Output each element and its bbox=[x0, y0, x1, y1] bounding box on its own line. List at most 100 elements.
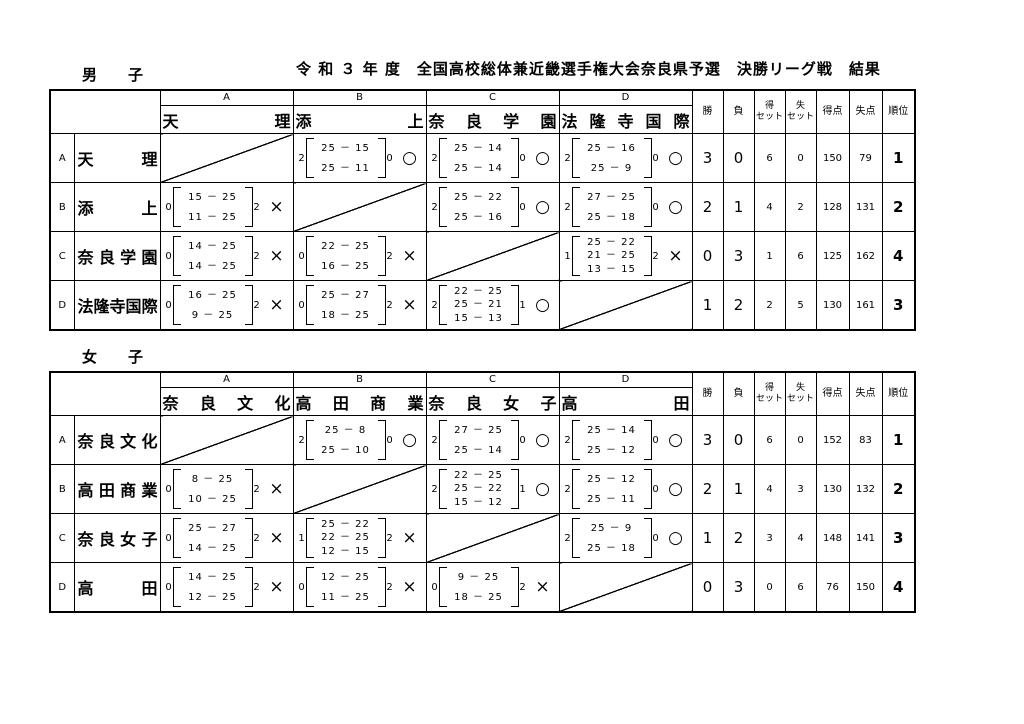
column-letter: D bbox=[558, 89, 693, 106]
team-name-text: 奈良学園 bbox=[77, 248, 158, 267]
set-score: 25 － 16 bbox=[587, 142, 636, 154]
sets-lost: 0 bbox=[652, 532, 659, 544]
header-loss: 負 bbox=[722, 371, 755, 416]
header-points-for-text: 得点 bbox=[822, 106, 843, 117]
team-name-text: 添上 bbox=[77, 199, 158, 218]
points-against: 83 bbox=[848, 415, 883, 465]
win-mark-icon: ○ bbox=[668, 197, 683, 217]
header-points-for: 得点 bbox=[815, 371, 850, 416]
header-win: 勝 bbox=[691, 89, 724, 134]
points-for: 152 bbox=[815, 415, 850, 465]
rank: 2 bbox=[881, 182, 916, 232]
row-letter: B bbox=[49, 182, 75, 232]
bracket-right bbox=[244, 236, 253, 276]
column-team-name: 天理 bbox=[159, 105, 294, 134]
header-sets-won: 得セット bbox=[753, 89, 786, 134]
bracket-left bbox=[571, 518, 580, 558]
bracket-right bbox=[244, 518, 253, 558]
bracket-right bbox=[510, 285, 519, 325]
win-mark-icon: ○ bbox=[535, 479, 550, 499]
set-score: 16 － 25 bbox=[188, 289, 237, 301]
sets-won: 0 bbox=[298, 250, 305, 262]
team-name-text: 法隆寺国際 bbox=[561, 111, 690, 131]
header-points-against-text: 失点 bbox=[855, 106, 876, 117]
sets-won: 2 bbox=[564, 434, 571, 446]
rank: 3 bbox=[881, 513, 916, 563]
bracket-right bbox=[510, 567, 519, 607]
header-sets-lost: 失セット bbox=[784, 89, 817, 134]
set-score: 25 － 22 bbox=[454, 191, 503, 203]
team-name-text: 高田 bbox=[561, 393, 690, 413]
points-for: 130 bbox=[815, 464, 850, 514]
sets-lost: 0 bbox=[652, 434, 659, 446]
header-points-against: 失点 bbox=[848, 371, 883, 416]
loss-mark-icon: × bbox=[668, 246, 683, 266]
set-score: 18 － 25 bbox=[321, 309, 370, 321]
wins: 3 bbox=[691, 133, 724, 183]
section-label-boys: 男 子 bbox=[82, 66, 152, 84]
section-label-girls: 女 子 bbox=[82, 348, 152, 366]
points-for: 150 bbox=[815, 133, 850, 183]
column-letter: D bbox=[558, 371, 693, 388]
bracket-left bbox=[172, 187, 181, 227]
column-letter: A bbox=[159, 371, 294, 388]
sets-lost-total: 2 bbox=[784, 182, 817, 232]
header-team-row: 天理添上奈良学園法隆寺国際 bbox=[50, 105, 915, 134]
set-score: 25 － 18 bbox=[587, 211, 636, 223]
team-name-text: 奈良文化 bbox=[77, 432, 158, 451]
team-name-text: 奈良学園 bbox=[428, 111, 557, 131]
row-team-name: 法隆寺国際 bbox=[73, 280, 161, 331]
bracket-right bbox=[377, 567, 386, 607]
sets-won: 2 bbox=[431, 299, 438, 311]
loss-mark-icon: × bbox=[269, 577, 284, 597]
sets-lost: 2 bbox=[386, 250, 393, 262]
set-score: 25 － 27 bbox=[321, 289, 370, 301]
bracket-left bbox=[305, 236, 314, 276]
self-match-cell bbox=[159, 133, 294, 183]
sets-won-total: 1 bbox=[753, 231, 786, 281]
bracket-left bbox=[571, 187, 580, 227]
sets-lost-total: 6 bbox=[784, 231, 817, 281]
losses: 0 bbox=[722, 415, 755, 465]
bracket-left bbox=[438, 285, 447, 325]
self-match-cell bbox=[425, 513, 560, 563]
row-letter: C bbox=[49, 231, 75, 281]
win-mark-icon: ○ bbox=[402, 148, 417, 168]
set-score: 25 － 14 bbox=[454, 444, 503, 456]
bracket-right bbox=[377, 420, 386, 460]
sets-lost: 0 bbox=[652, 152, 659, 164]
set-score: 12 － 15 bbox=[321, 545, 370, 557]
bracket-right bbox=[510, 420, 519, 460]
set-score: 9 － 25 bbox=[457, 571, 500, 583]
set-score: 25 － 18 bbox=[587, 542, 636, 554]
set-score: 14 － 25 bbox=[188, 240, 237, 252]
team-name-text: 高田商業 bbox=[295, 393, 424, 413]
set-score: 22 － 25 bbox=[321, 240, 370, 252]
header-rank: 順位 bbox=[881, 89, 916, 134]
bracket-right bbox=[643, 420, 652, 460]
row-team-name: 奈良学園 bbox=[73, 231, 161, 281]
set-score: 22 － 25 bbox=[454, 286, 503, 298]
sets-won: 1 bbox=[564, 250, 571, 262]
sets-lost: 0 bbox=[386, 152, 393, 164]
